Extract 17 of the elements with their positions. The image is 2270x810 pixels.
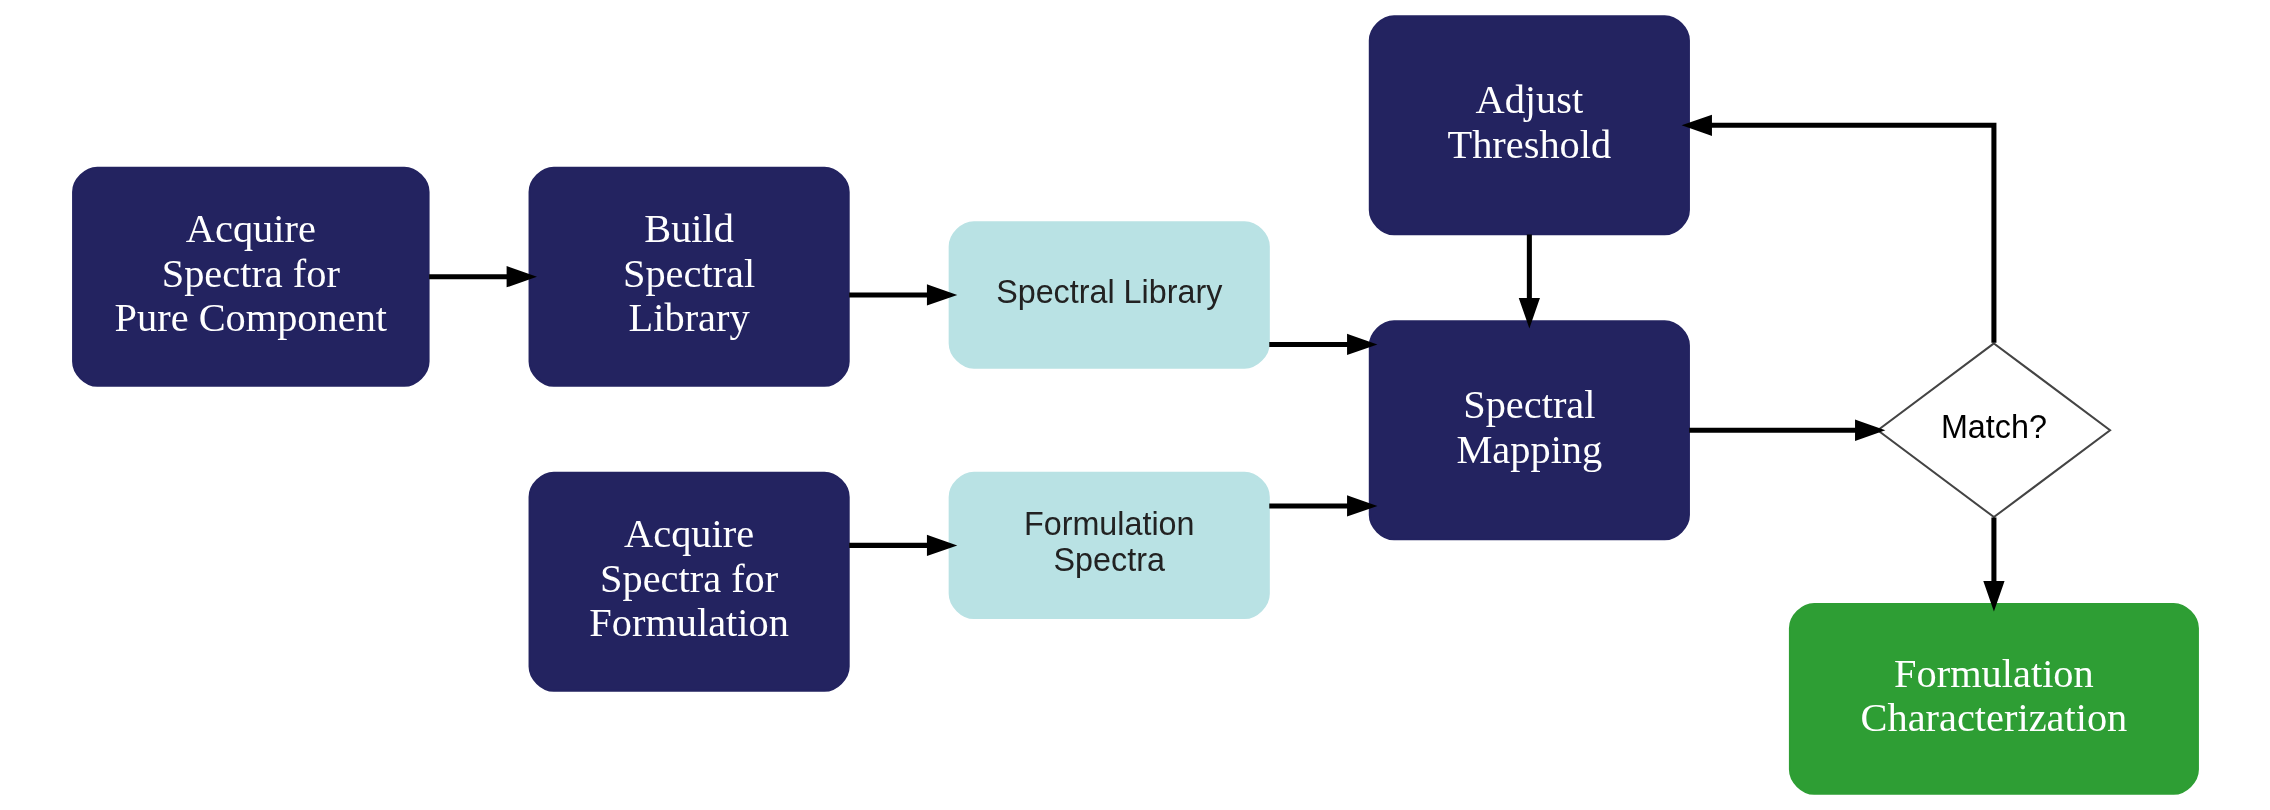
arrow [1681,114,1996,343]
arrow [1268,333,1377,356]
arrow [1268,495,1377,517]
arrow [1518,234,1540,329]
node-box: Adjust Threshold [1368,15,1690,236]
node-box: Acquire Spectra for Pure Component [71,166,430,387]
node-box: Acquire Spectra for Formulation [528,471,850,692]
node-box: Spectral Mapping [1368,320,1690,541]
node-box: Build Spectral Library [528,166,850,387]
arrow [1688,419,1885,441]
node-box: Formulation Characterization [1788,602,2199,795]
node-box: Formulation Spectra [948,471,1270,620]
arrow [428,266,537,288]
node-box: Spectral Library [948,221,1270,369]
arrow [848,534,957,556]
arrow [848,284,957,306]
arrow [1982,517,2005,612]
